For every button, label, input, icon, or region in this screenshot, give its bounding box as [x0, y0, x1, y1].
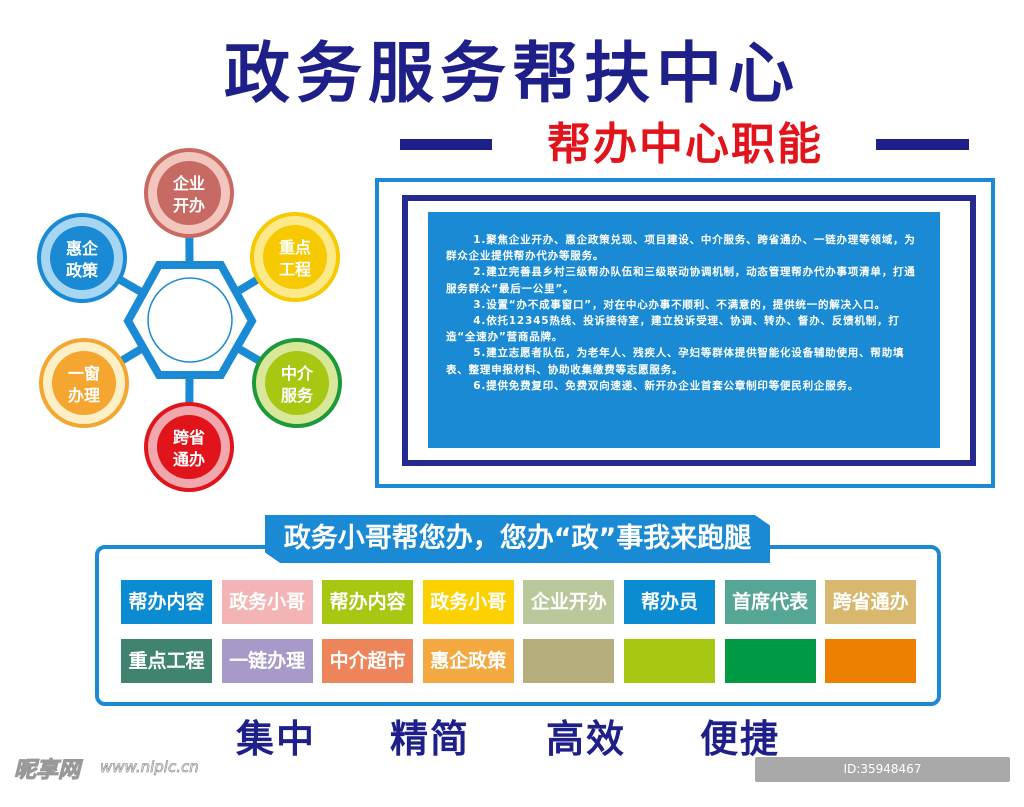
node-label: 服务	[281, 386, 314, 405]
node-label: 企业	[172, 174, 205, 193]
grid-cell: 跨省通办	[825, 580, 917, 624]
image-id-badge: ID:35948467 NO:20260320111816076124	[755, 757, 1010, 801]
service-diagram: 企业 开办 重点 工程 中介 服务 跨省 通办 一窗 办理 惠企 政策	[37, 148, 342, 492]
grid-cell: 惠企政策	[422, 639, 514, 683]
page-title: 政务服务帮扶中心	[224, 35, 800, 112]
node-label: 一窗	[68, 364, 100, 383]
node-label: 开办	[173, 196, 205, 215]
grid-cell	[724, 639, 816, 683]
node-label: 工程	[279, 260, 311, 279]
grid-cell: 一链办理	[221, 639, 313, 683]
grid-cell: 帮办员	[624, 580, 715, 624]
grid-cell: 政务小哥	[422, 580, 514, 624]
divider-right	[876, 139, 969, 150]
frame-outer	[375, 178, 995, 488]
hub-circle	[147, 277, 233, 363]
slogan: 高效	[546, 717, 627, 761]
grid-cell: 重点工程	[121, 639, 212, 683]
grid-cell: 中介超市	[322, 639, 414, 683]
function-item: 6.提供免费复印、免费双向速递、新开办企业首套公章制印等便民利企服务。	[473, 379, 860, 392]
section-subtitle: 帮办中心职能	[547, 119, 823, 170]
grid-cell	[523, 639, 615, 683]
grid-cell	[825, 639, 917, 683]
grid-cell: 首席代表	[724, 580, 816, 624]
service-node: 重点 工程	[250, 212, 340, 302]
function-item: 1.聚焦企业开办、惠企政策兑现、项目建设、中介服务、跨省通办、一链办理等领域，为…	[446, 234, 916, 263]
functions-text: 1.聚焦企业开办、惠企政策兑现、项目建设、中介服务、跨省通办、一链办理等领域，为…	[428, 212, 940, 448]
node-label: 跨省	[173, 428, 205, 447]
service-node: 惠企 政策	[37, 213, 127, 303]
watermark-logo: 昵享网	[13, 758, 81, 784]
function-item: 5.建立志愿者队伍，为老年人、残疾人、孕妇等群体提供智能化设备辅助使用、帮助填表…	[446, 347, 905, 376]
slogan: 便捷	[700, 717, 781, 761]
service-node: 中介 服务	[252, 338, 342, 428]
frame-inner	[402, 195, 976, 466]
service-node: 跨省 通办	[144, 402, 234, 492]
service-node: 一窗 办理	[39, 338, 129, 428]
node-label: 重点	[279, 238, 311, 257]
node-label: 惠企	[66, 239, 99, 258]
help-banner: 政务小哥帮您办，您办“政”事我来跑腿	[265, 515, 770, 563]
watermark-site: www.nipic.cn	[100, 758, 200, 777]
grid-cell: 企业开办	[523, 580, 615, 624]
slogan: 精简	[390, 717, 471, 761]
node-label: 通办	[173, 450, 205, 469]
function-item: 4.依托12345热线、投诉接待室，建立投诉受理、协调、转办、督办、反馈机制，打…	[446, 315, 900, 344]
node-label: 政策	[66, 261, 99, 280]
function-item: 3.设置“办不成事窗口”，对在中心办事不顺利、不满意的，提供统一的解决入口。	[473, 298, 886, 311]
grid-cell: 帮办内容	[121, 580, 212, 624]
grid-cell: 帮办内容	[322, 580, 414, 624]
service-node: 企业 开办	[144, 148, 234, 238]
function-item: 2.建立完善县乡村三级帮办队伍和三级联动协调机制，动态管理帮办代办事项清单，打通…	[446, 266, 916, 295]
node-label: 办理	[68, 386, 100, 405]
grid-cell: 政务小哥	[221, 580, 313, 624]
divider-left	[400, 139, 492, 150]
slogan: 集中	[236, 717, 317, 761]
node-label: 中介	[281, 364, 314, 383]
grid-cell	[624, 639, 715, 683]
